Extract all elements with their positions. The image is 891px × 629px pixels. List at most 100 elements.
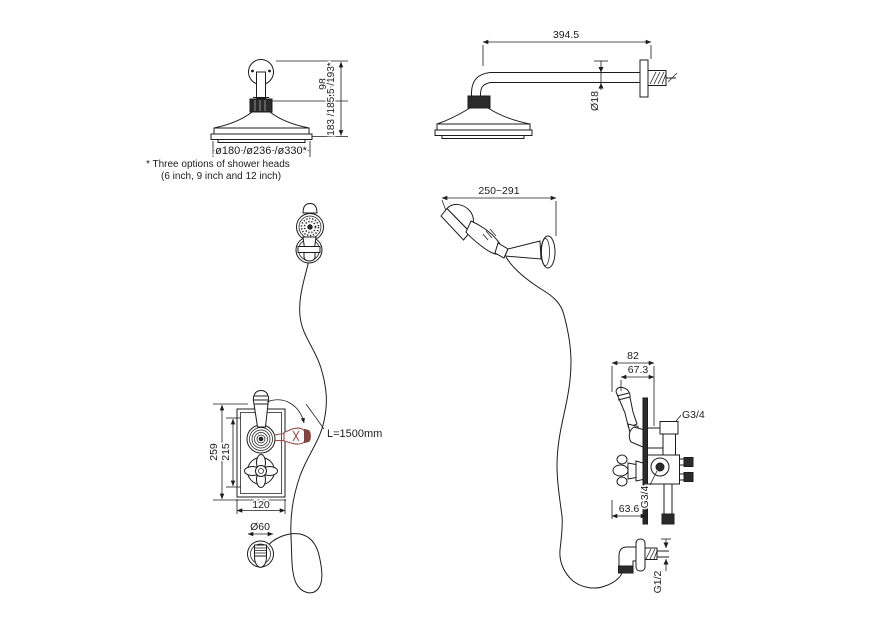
dim-arm-diameter: Ø18 <box>588 60 608 112</box>
dim-total-height: 183 /185.5 /193* <box>312 61 348 137</box>
thread-side-callout: G3/4 <box>638 470 658 510</box>
dim-handshower-reach: 250~291 <box>441 184 557 236</box>
arm-length-label: 394.5 <box>553 29 579 41</box>
valve-top-control <box>246 389 276 454</box>
elbow-hose-nut <box>618 565 634 574</box>
valve-height-inner-label: 215 <box>220 443 232 461</box>
handset-grip-marks <box>482 228 497 241</box>
shower-arm <box>256 71 266 99</box>
shower-head-dome-side <box>436 107 531 125</box>
supply-stub-top <box>680 457 694 467</box>
valve-height-outer-label: 259 <box>208 443 220 461</box>
valve-side-bottom-handle <box>612 454 644 487</box>
cross-escutcheon-side <box>635 460 644 482</box>
dim-arm-length: 394.5 <box>482 28 652 66</box>
dim-valve-depth-inner: 67.3 <box>620 363 655 391</box>
view-wall-outlet-front: Ø60 <box>247 520 274 569</box>
shower-head-dome <box>213 111 310 129</box>
valve-bottom-control <box>244 454 278 488</box>
shower-hose-side-view <box>505 256 623 589</box>
hose-length-callout: L=1500mm <box>305 403 384 442</box>
cross-handle-hub <box>255 465 267 477</box>
cross-handle-stem-side <box>627 462 637 480</box>
dim-head-diameter: ø180 /ø236 /ø330* <box>212 141 311 159</box>
bracket-clamp <box>297 246 321 253</box>
spray-center <box>307 224 313 230</box>
rotation-arc-arrow <box>266 399 305 424</box>
lever-escutcheon-side <box>628 426 644 448</box>
valve-body-boss-center <box>655 462 665 472</box>
view-ceiling-shower-front: ø180 /ø236 /ø330* 98 183 /185.5 /193* * … <box>145 59 348 184</box>
bracket-wall-flange <box>540 235 556 269</box>
handset-top-cap <box>302 202 318 214</box>
riser-tube <box>662 433 676 459</box>
elbow-thread-label: G1/2 <box>652 570 664 593</box>
escutcheon-ring <box>251 429 271 449</box>
note-shower-head-options: * Three options of shower heads (6 inch,… <box>145 158 292 184</box>
wall-flange-side <box>639 59 649 98</box>
lever-rotated-outline <box>283 427 306 445</box>
handset-hose-nut <box>494 242 509 259</box>
arm-nut-side <box>467 95 491 109</box>
view-handshower-front <box>295 202 324 264</box>
spray-nozzle-ring-outer <box>300 217 320 237</box>
shower-head-rim <box>213 127 310 135</box>
cross-handle-hub-inner <box>258 468 264 474</box>
escutcheon-ring <box>254 432 268 446</box>
thread-top-label: G3/4 <box>682 409 705 421</box>
valve-offset-bottom-label: 63.6 <box>619 503 640 515</box>
thread-side-label: G3/4 <box>639 485 651 508</box>
view-wall-outlet-side: G1/2 <box>618 538 671 595</box>
shower-head-base-side <box>441 135 525 139</box>
elbow-wall-flange <box>635 538 646 572</box>
shower-arm-curve <box>471 72 491 97</box>
dim-outlet-diameter: Ø60 <box>247 520 274 537</box>
elbow-thread <box>644 547 669 560</box>
view-valve-front: 259 215 120 <box>207 389 311 514</box>
bottom-outlet-pipe <box>661 484 675 525</box>
lever-rotated-tip <box>304 428 311 444</box>
handshower-reach-label: 250~291 <box>478 185 519 197</box>
hose-length-label: L=1500mm <box>327 428 382 440</box>
escutcheon-ring <box>256 434 266 444</box>
thread-top-callout: G3/4 <box>675 408 706 423</box>
shower-head-rim-outer <box>210 133 313 140</box>
arm-diameter-label: Ø18 <box>589 91 601 111</box>
supply-stub-bottom <box>680 472 694 482</box>
valve-depth-inner-label: 67.3 <box>628 364 649 376</box>
dim-valve-height-outer: 259 <box>207 403 286 501</box>
dim-elbow-thread: G1/2 <box>651 538 671 595</box>
arm-height-label: 98 <box>317 78 329 90</box>
head-diameter-label: ø180 /ø236 /ø330* <box>215 145 307 157</box>
view-ceiling-shower-side: 394.5 Ø18 <box>434 28 678 139</box>
outlet-hose-nut <box>253 544 268 569</box>
top-outlet-port <box>659 421 679 435</box>
shower-head-rim-side <box>436 123 531 131</box>
flange-screw-icon <box>268 69 271 73</box>
bracket-cone <box>504 240 542 260</box>
escutcheon-center <box>258 436 264 442</box>
total-height-label: 183 /185.5 /193* <box>326 62 337 136</box>
valve-lever-rotated-position <box>266 399 311 445</box>
dim-arm-height: 98 <box>272 60 348 102</box>
shower-head-rim-outer-side <box>434 129 533 136</box>
view-valve-side: 82 67.3 63.6 G3/4 G3/4 <box>611 349 706 525</box>
dim-valve-width: 120 <box>236 498 286 514</box>
dim-valve-offset-bottom: 63.6 <box>611 490 647 519</box>
handset-nut-front <box>303 252 316 262</box>
shower-head-base <box>217 139 306 143</box>
valve-depth-outer-label: 82 <box>627 350 639 362</box>
bracket-wall-flange-inner <box>541 238 550 266</box>
flange-screw-icon <box>251 69 254 73</box>
arm-thread <box>647 70 678 86</box>
view-handshower-side: 250~291 <box>440 184 557 269</box>
dim-valve-height-inner: 215 <box>219 417 241 488</box>
note-line-2: (6 inch, 9 inch and 12 inch) <box>161 171 281 182</box>
valve-width-label: 120 <box>252 499 270 511</box>
spray-nozzle-ring-inner <box>303 220 317 234</box>
valve-side-top-lever <box>615 386 644 448</box>
outlet-diameter-label: Ø60 <box>250 521 270 533</box>
shower-hose-front-view <box>260 259 327 594</box>
